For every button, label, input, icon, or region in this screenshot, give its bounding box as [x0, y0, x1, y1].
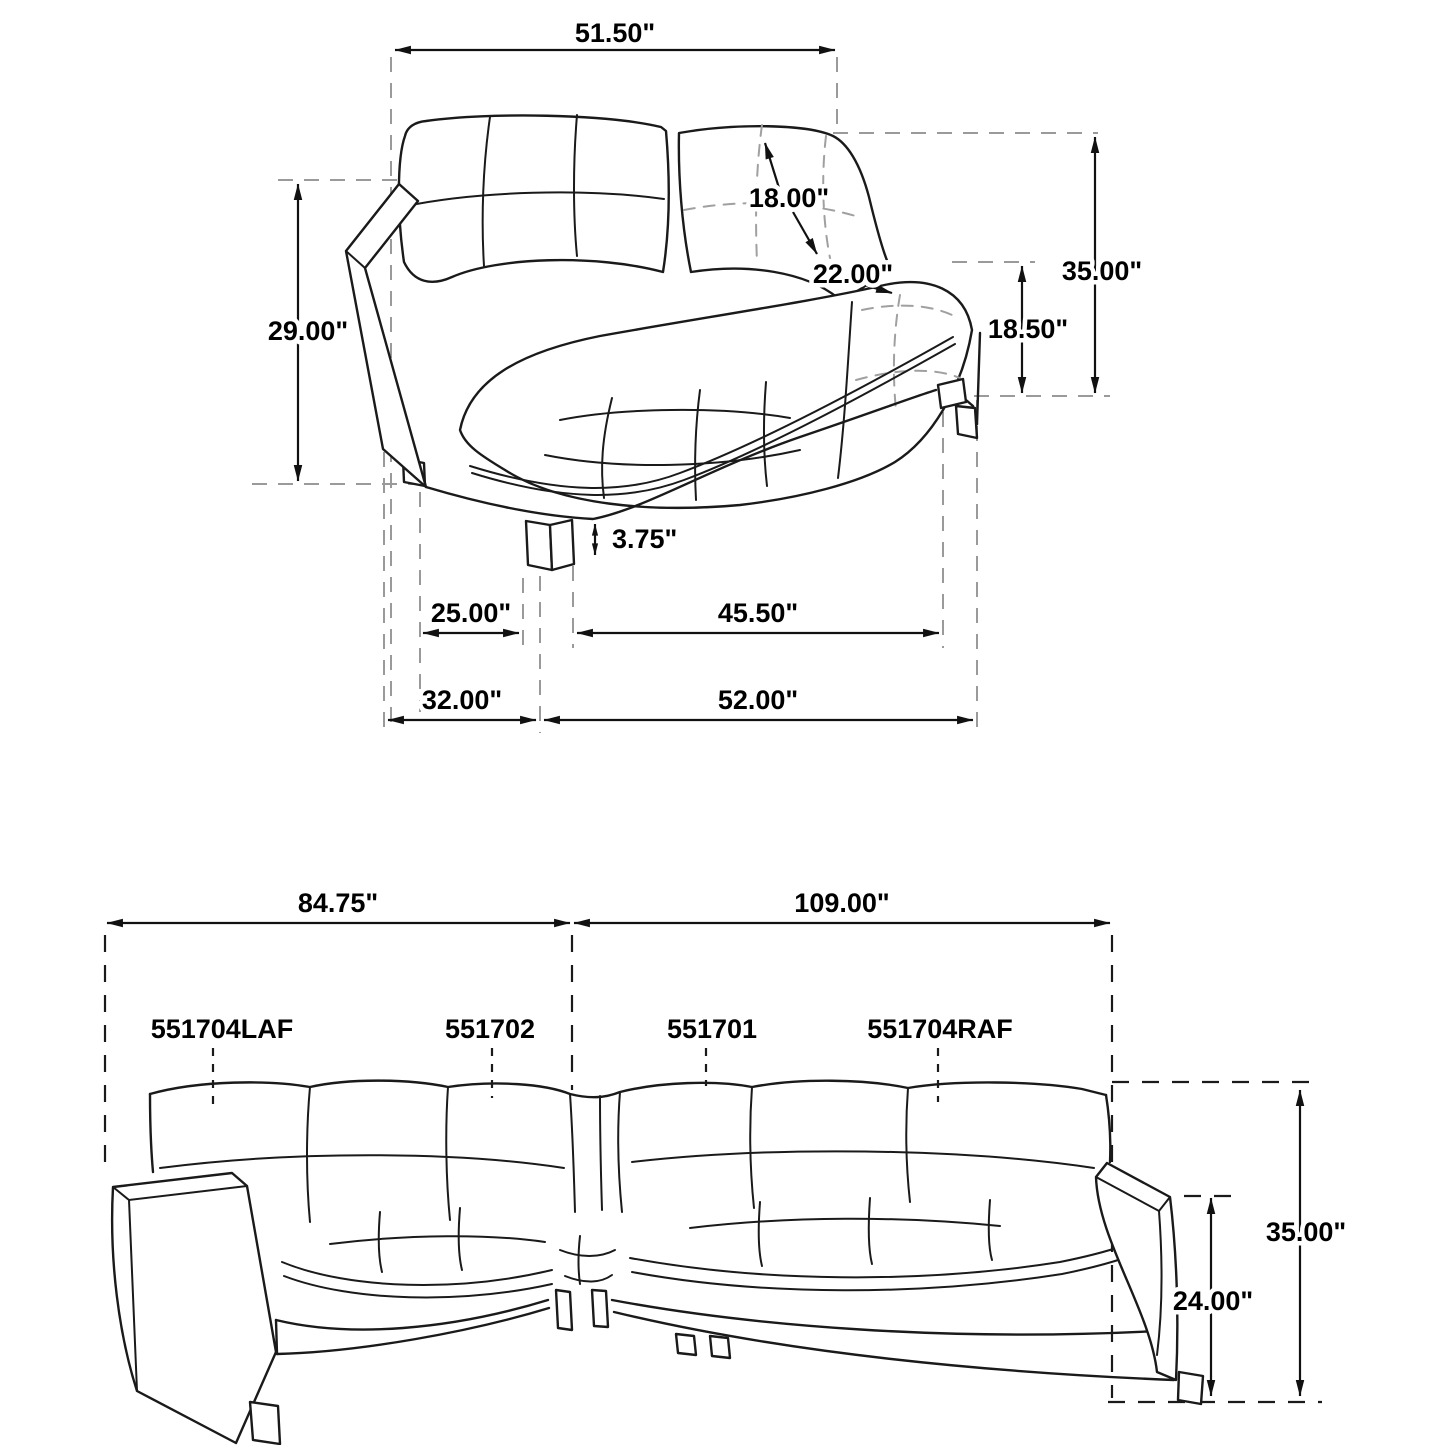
sectional-dimensions: 84.75" 109.00" 35.00" 24.00": [106, 884, 1351, 1397]
dim-seat-width: 45.50": [576, 594, 940, 638]
sectional-leg: [248, 1400, 282, 1445]
loveseat-leg-back-right: [936, 377, 968, 410]
dim-sectional-height: 35.00": [1261, 1089, 1351, 1397]
dim-width: 52.00": [543, 681, 974, 725]
loveseat-leg-front-left: [524, 519, 554, 572]
dim-front-leg-span: 25.00": [422, 594, 520, 638]
dim-arm-height-label: 29.00": [268, 316, 348, 346]
sectional-leg: [708, 1334, 732, 1360]
part-number-laf: 551704LAF: [151, 1014, 294, 1044]
part-number-armless: 551701: [667, 1014, 757, 1044]
part-number-corner: 551702: [445, 1014, 535, 1044]
dim-seat-depth: 22.00": [808, 255, 898, 295]
dim-width-label: 52.00": [718, 685, 798, 715]
loveseat-base: [424, 388, 938, 521]
dim-back-cushion: 18.00": [744, 142, 834, 255]
loveseat-art: [344, 114, 982, 572]
dim-overall-height-label: 35.00": [1062, 256, 1142, 286]
dim-seat-height: 18.50": [983, 265, 1073, 394]
dim-sectional-right-width: 109.00": [573, 884, 1111, 928]
loveseat-extension-lines: [252, 57, 1110, 733]
loveseat-seats: [458, 280, 974, 510]
dim-seat-width-label: 45.50": [718, 598, 798, 628]
sectional-right-arm: [1094, 1161, 1179, 1382]
loveseat-leg-front-right: [954, 404, 979, 440]
dim-arm-height: 29.00": [263, 183, 353, 482]
dim-leg-height-label: 3.75": [612, 524, 677, 554]
dim-back-width: 51.50": [394, 14, 836, 55]
dim-back-width-label: 51.50": [575, 18, 655, 48]
dim-sectional-height-label: 35.00": [1266, 1217, 1346, 1247]
dim-sectional-arm-height-label: 24.00": [1173, 1286, 1253, 1316]
dim-depth: 32.00": [387, 681, 537, 725]
loveseat-back-cushion-left: [397, 114, 670, 283]
sectional-art: [110, 1079, 1205, 1445]
dim-sectional-arm-height: 24.00": [1168, 1197, 1258, 1397]
dim-sectional-left-width: 84.75": [106, 884, 571, 928]
dim-overall-height: 35.00": [1057, 136, 1147, 394]
part-number-raf: 551704RAF: [867, 1014, 1013, 1044]
dim-sectional-right-width-label: 109.00": [794, 888, 889, 918]
sectional-leg: [674, 1332, 698, 1357]
dim-back-cushion-label: 18.00": [749, 183, 829, 213]
sectional-left-arm: [110, 1171, 278, 1445]
loveseat-drawing: 51.50" 35.00" 18.50" 29.00" 18.00" 2: [252, 14, 1147, 733]
loveseat-dimensions: 51.50" 35.00" 18.50" 29.00" 18.00" 2: [263, 14, 1147, 725]
dim-front-leg-span-label: 25.00": [431, 598, 511, 628]
dim-leg-height: 3.75": [591, 520, 682, 559]
sectional-back: [148, 1079, 1108, 1099]
dim-depth-label: 32.00": [422, 685, 502, 715]
sectional-extension-lines: [103, 935, 1322, 1404]
loveseat-back-cushion-right: [677, 124, 890, 300]
dim-seat-height-label: 18.50": [988, 314, 1068, 344]
sectional-leg: [554, 1288, 574, 1332]
dim-seat-depth-label: 22.00": [813, 259, 893, 289]
sectional-part-labels: 551704LAF 551702 551701 551704RAF: [148, 1011, 1016, 1104]
dim-sectional-left-width-label: 84.75": [298, 888, 378, 918]
sectional-leg: [590, 1288, 610, 1329]
sectional-drawing: 551704LAF 551702 551701 551704RAF 84.75"…: [103, 884, 1351, 1445]
sectional-leg: [1176, 1370, 1205, 1406]
